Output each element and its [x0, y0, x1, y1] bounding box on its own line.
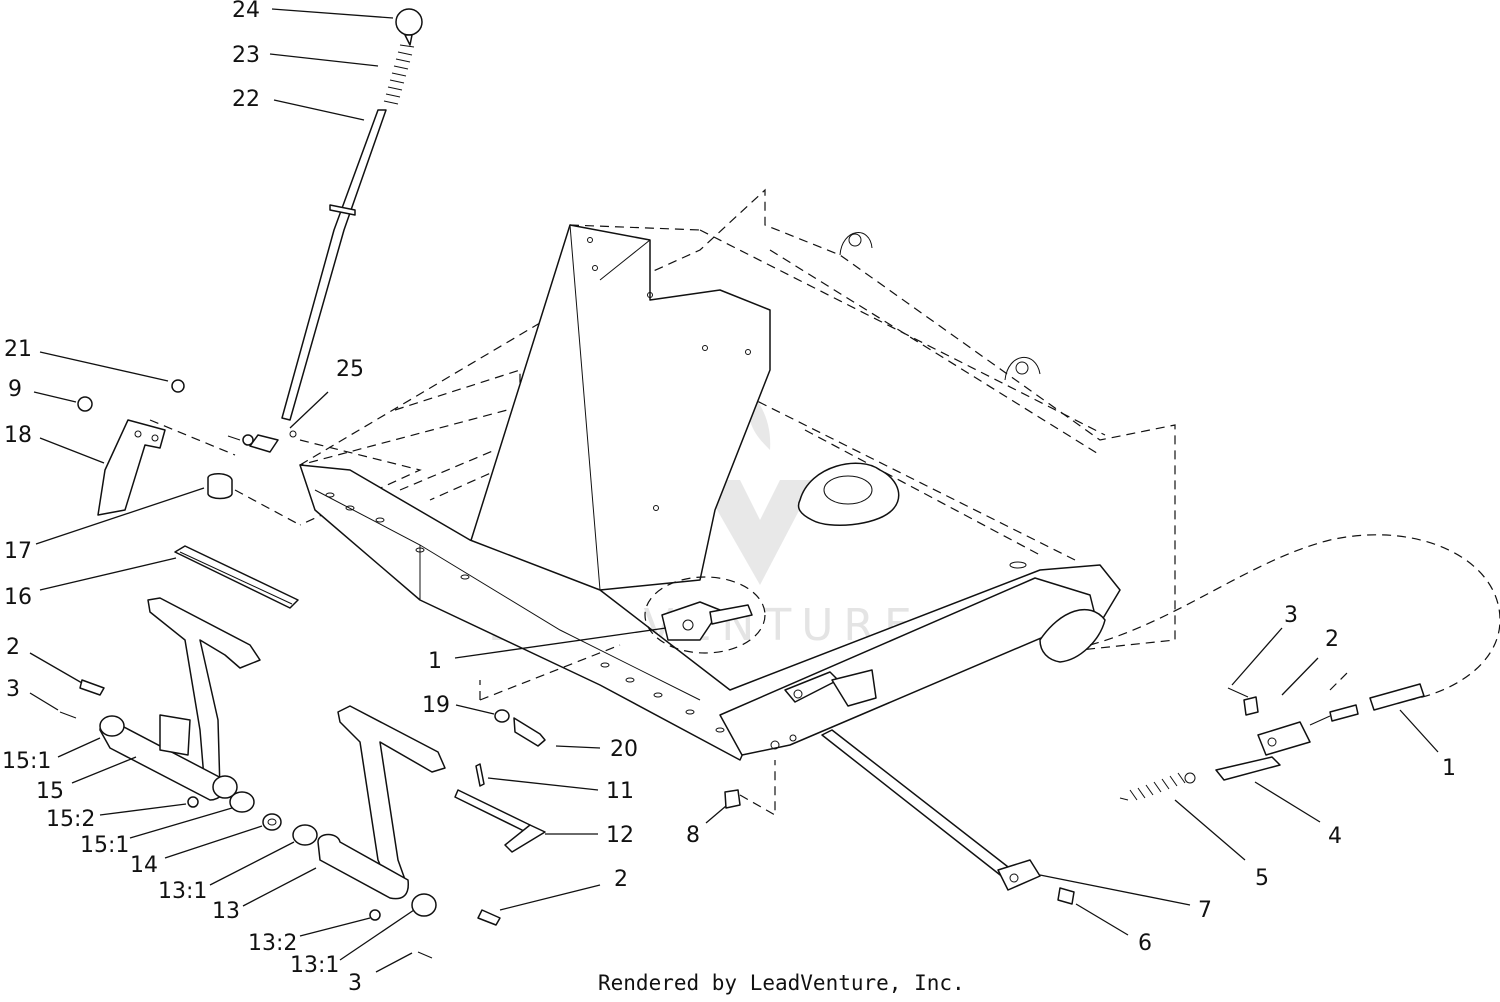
pin-2-left — [79, 679, 105, 696]
ratchet-assembly — [77, 379, 301, 526]
callout-7: 7 — [1198, 898, 1212, 923]
callout-15-1-bottom: 15:1 — [80, 833, 129, 858]
rod-12-bend — [504, 824, 546, 853]
callout-24: 24 — [232, 0, 260, 23]
callout-9: 9 — [8, 377, 22, 402]
lever-spring — [383, 44, 415, 105]
spring-pin-11 — [475, 763, 485, 787]
callout-18: 18 — [4, 423, 32, 448]
callout-15-1-top: 15:1 — [2, 749, 51, 774]
callout-5: 5 — [1255, 866, 1269, 891]
callout-1-right: 1 — [1442, 756, 1456, 781]
traction-pedal-assembly — [292, 644, 621, 959]
callout-6: 6 — [1138, 931, 1152, 956]
callout-15-2: 15:2 — [46, 807, 95, 832]
callout-13-2: 13:2 — [248, 931, 297, 956]
control-lever-assembly — [227, 8, 423, 453]
washer-19 — [494, 709, 510, 723]
bushing-15-1 — [229, 791, 255, 813]
pin-2-mid — [477, 909, 501, 926]
callout-19: 19 — [422, 693, 450, 718]
cable-1-end — [1369, 683, 1425, 711]
callout-16: 16 — [4, 585, 32, 610]
bolt-20 — [513, 717, 546, 747]
callout-2-right: 2 — [1325, 627, 1339, 652]
cross-shaft-assembly — [724, 729, 1075, 905]
callout-14: 14 — [130, 853, 158, 878]
callout-3-right: 3 — [1284, 603, 1298, 628]
bushing-17 — [207, 473, 233, 500]
callout-1-center: 1 — [428, 649, 442, 674]
cable-end-linkage — [784, 669, 877, 707]
pedal-arm-15 — [147, 597, 261, 791]
pedal-arm-13 — [337, 705, 446, 893]
callout-22: 22 — [232, 87, 260, 112]
frame-assembly — [299, 188, 1500, 761]
callout-13-1-top: 13:1 — [158, 879, 207, 904]
bushing-13-1 — [292, 824, 318, 846]
callout-3-left: 3 — [6, 677, 20, 702]
callout-12: 12 — [606, 823, 634, 848]
callout-4: 4 — [1328, 824, 1342, 849]
pedal-tube-13 — [317, 833, 409, 900]
render-credit: Rendered by LeadVenture, Inc. — [598, 971, 965, 995]
clevis-pin-2 — [1243, 696, 1259, 716]
rod-12-shaft — [454, 789, 531, 833]
callout-21: 21 — [4, 337, 32, 362]
callout-20: 20 — [610, 737, 638, 762]
callout-2-mid: 2 — [614, 867, 628, 892]
callout-11: 11 — [606, 779, 634, 804]
brake-pedal-assembly — [59, 545, 299, 831]
callout-2-left: 2 — [6, 635, 20, 660]
callout-13-1-bottom: 13:1 — [290, 953, 339, 978]
callout-labels: 24 23 22 25 21 9 18 17 16 2 3 15:1 15 15… — [2, 0, 1456, 996]
callout-15: 15 — [36, 779, 64, 804]
callout-17: 17 — [4, 539, 32, 564]
clevis — [1257, 721, 1311, 756]
callout-8: 8 — [686, 823, 700, 848]
leader-lines — [29, 8, 1439, 973]
lever-rod — [281, 109, 387, 421]
right-linkage-hardware — [1119, 669, 1425, 801]
nut-8 — [724, 789, 741, 809]
bracket-4 — [1215, 756, 1281, 781]
linkage-bracket-center — [644, 576, 766, 654]
cross-shaft-7 — [821, 729, 1013, 879]
bolt-6 — [1057, 887, 1075, 905]
spring-5 — [1119, 772, 1186, 801]
hardware-center — [454, 709, 546, 853]
callout-3-bottom: 3 — [348, 971, 362, 996]
callout-23: 23 — [232, 43, 260, 68]
lever-knob[interactable] — [395, 8, 423, 36]
callout-25: 25 — [336, 357, 364, 382]
ratchet-plate — [97, 419, 166, 516]
washer-14 — [262, 813, 282, 831]
callout-13: 13 — [212, 899, 240, 924]
